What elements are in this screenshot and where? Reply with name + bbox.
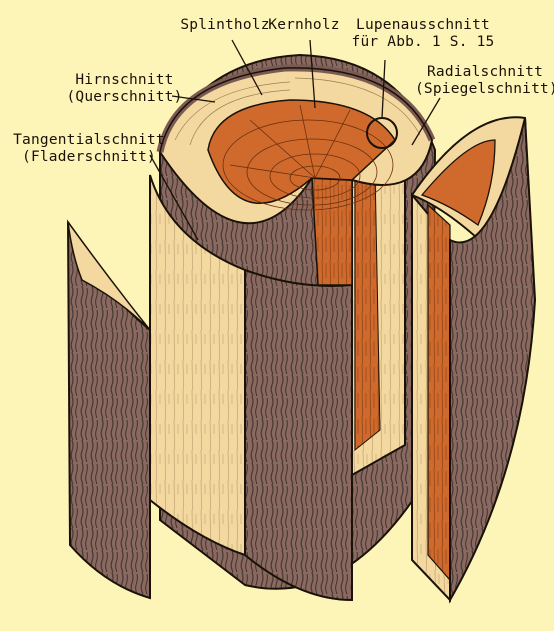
label-hirn-line1: Hirnschnitt [62,72,187,89]
label-kernholz-text: Kernholz [264,17,344,34]
label-tangential-line2: (Fladerschnitt) [10,149,168,166]
tangential-slab [68,222,150,598]
radial-slab [412,117,535,600]
label-hirn-line2: (Querschnitt) [62,89,187,106]
label-hirnschnitt: Hirnschnitt (Querschnitt) [62,72,187,106]
label-tangentialschnitt: Tangentialschnitt (Fladerschnitt) [10,132,168,166]
label-lupenausschnitt: Lupenausschnitt für Abb. 1 S. 15 [348,17,498,51]
label-radial-line2: (Spiegelschnitt) [415,81,554,98]
label-radialschnitt: Radialschnitt (Spiegelschnitt) [415,64,554,98]
label-kernholz: Kernholz [264,17,344,34]
label-radial-line1: Radialschnitt [415,64,554,81]
label-tangential-line1: Tangentialschnitt [10,132,168,149]
label-lupen-line1: Lupenausschnitt [348,17,498,34]
label-lupen-line2: für Abb. 1 S. 15 [348,34,498,51]
